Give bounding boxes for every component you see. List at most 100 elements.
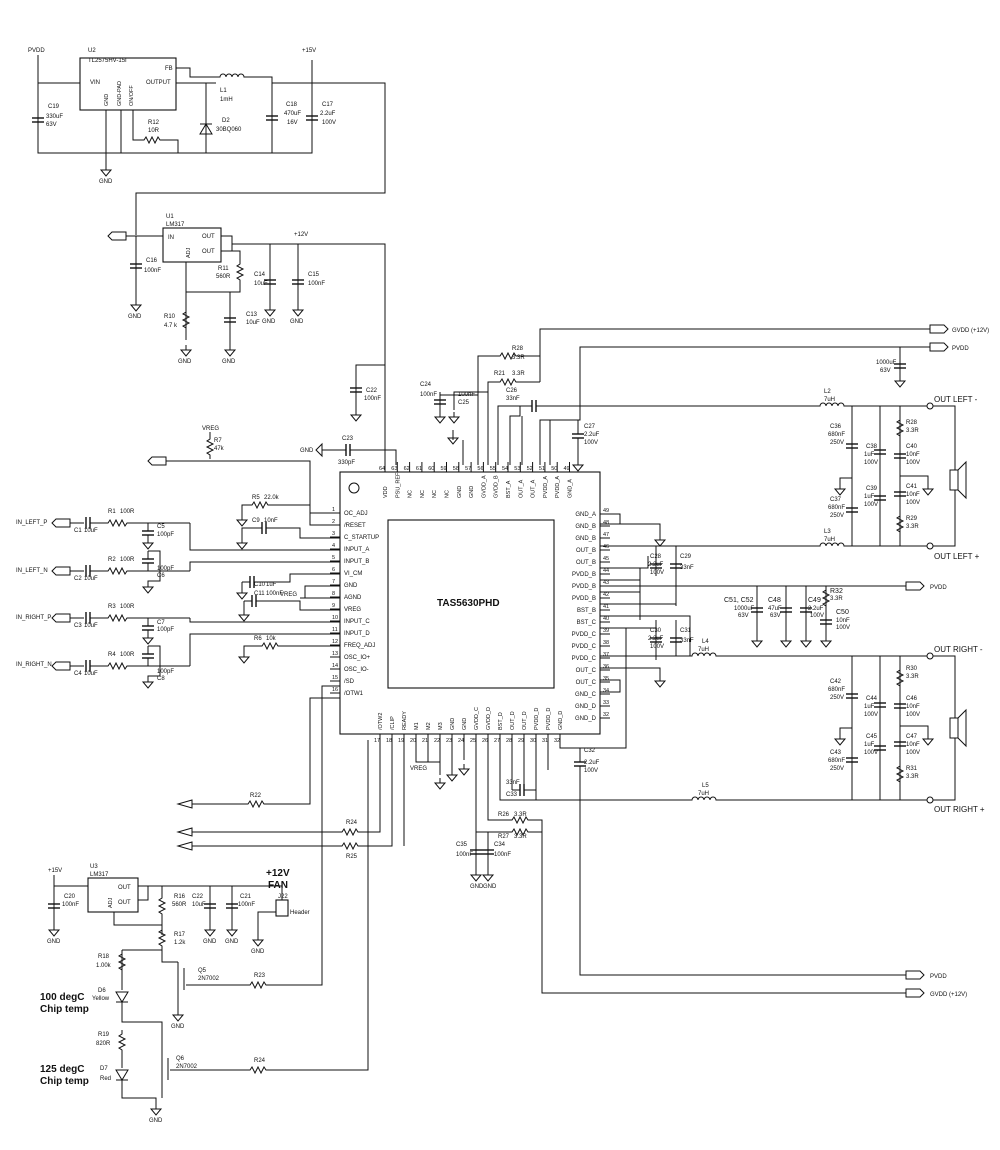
c27-ref: C27 xyxy=(584,424,596,430)
r21-val: 3.3R xyxy=(512,371,525,377)
c44-val: 1uF xyxy=(864,704,875,710)
input-port-3 xyxy=(51,661,71,671)
input-port-2 xyxy=(51,613,71,623)
pin-name-33-r: GND_D xyxy=(575,704,597,710)
l2-ref: L2 xyxy=(824,389,831,395)
temp125-line1: 125 degC xyxy=(40,1064,84,1075)
pin-name-20-b: M1 xyxy=(414,722,420,730)
r5-ref: R5 xyxy=(252,495,260,501)
r10-val: 4.7 k xyxy=(164,323,178,329)
c10-val: 1uF xyxy=(266,582,277,588)
in-right-p-label: IN_RIGHT_P xyxy=(16,615,51,621)
c45-val: 1uF xyxy=(864,742,875,748)
r24-ref: R24 xyxy=(346,820,358,826)
c27-volt: 100V xyxy=(584,440,598,446)
c35-ref: C35 xyxy=(456,842,468,848)
c33-val: 33nF xyxy=(506,780,520,786)
c18-ref: C18 xyxy=(286,102,298,108)
ic-name: TAS5630PHD xyxy=(437,598,500,609)
r11-ref: R11 xyxy=(218,266,229,272)
c32-volt: 100V xyxy=(584,768,598,774)
input-networks: IN_LEFT_P IN_LEFT_N IN_RIGHT_P IN_RIGHT_… xyxy=(16,509,340,689)
l3-ref: L3 xyxy=(824,529,831,535)
pin-name-3: C_STARTUP xyxy=(344,535,379,541)
tas5630-ic: TAS5630PHD xyxy=(339,471,601,735)
pin-name-51-t: PVDD_A xyxy=(543,476,549,498)
vreg-r7: VREG xyxy=(202,426,219,432)
pin-num-30-b: 30 xyxy=(530,738,536,744)
r25-ref: R25 xyxy=(346,854,358,860)
c41-volt: 100V xyxy=(906,500,920,506)
pin-num-52-t: 52 xyxy=(527,466,533,472)
speaker-right-cone-icon xyxy=(957,708,967,748)
pin-num-40-r: 40 xyxy=(603,616,609,622)
pvdd-label-top: PVDD xyxy=(28,48,45,54)
pin-num-56-t: 56 xyxy=(477,466,483,472)
speaker-left-icon xyxy=(949,469,959,491)
r23-ref: R23 xyxy=(254,973,266,979)
pin-name-40-r: BST_C xyxy=(577,620,597,626)
c26-val: 33nF xyxy=(506,396,520,402)
pin-num-58-t: 58 xyxy=(453,466,459,472)
c22-ref: C22 xyxy=(366,388,378,394)
r28b-val: 3.3R xyxy=(906,428,919,434)
gnd-c16: GND xyxy=(128,314,142,320)
in-left-p-label: IN_LEFT_P xyxy=(16,520,47,526)
pin-num-13: 13 xyxy=(332,651,338,657)
in-left-n-label: IN_LEFT_N xyxy=(16,568,48,574)
pin-name-52-t: OUT_A xyxy=(531,479,537,498)
pins-left: 1OC_ADJ2/RESET3C_STARTUP4INPUT_A5INPUT_B… xyxy=(330,507,379,697)
j22-ref: J22 xyxy=(278,894,288,900)
r3-ref: R3 xyxy=(108,604,116,610)
c15-val: 100nF xyxy=(308,281,325,287)
pin-num-32-r: 32 xyxy=(603,712,609,718)
u2-part: TL2575HV-15I xyxy=(88,58,127,64)
l1-ref: L1 xyxy=(220,88,227,94)
pin-num-31-b: 31 xyxy=(542,738,548,744)
pin-name-46-r: OUT_B xyxy=(576,548,596,554)
c24-ref: C24 xyxy=(420,382,432,388)
u3-adj: ADJ xyxy=(108,897,114,908)
c21-ref: C21 xyxy=(240,894,252,900)
r22-ref: R22 xyxy=(250,793,262,799)
c40-volt: 100V xyxy=(906,460,920,466)
c11-val: 100nF xyxy=(266,591,283,597)
pin-num-3: 3 xyxy=(332,531,335,537)
pin-name-56-t: GVDD_A xyxy=(481,475,487,498)
pin-name-58-t: GND xyxy=(457,486,463,498)
pin-name-38-r: PVDD_C xyxy=(572,644,597,650)
r7-ref: R7 xyxy=(214,438,222,444)
pin-num-55-t: 55 xyxy=(490,466,496,472)
pin-num-38-r: 38 xyxy=(603,640,609,646)
r31-ref: R31 xyxy=(906,766,918,772)
pin-name-22-b: M3 xyxy=(438,722,444,730)
r6-ref: R6 xyxy=(254,636,262,642)
out-left-minus: OUT LEFT - xyxy=(934,395,978,404)
pin-name-57-t: GND xyxy=(469,486,475,498)
d6-val: Yellow xyxy=(92,996,110,1002)
pin-num-19-b: 19 xyxy=(398,738,404,744)
u2-onoff: ON/OFF xyxy=(129,85,135,106)
r30-val: 3.3R xyxy=(906,674,919,680)
c11-ref: C11 xyxy=(254,591,265,597)
cbulk2-volt: 63V xyxy=(738,613,749,619)
u2-gnd: GND xyxy=(104,94,110,106)
r19-ref: R19 xyxy=(98,1032,110,1038)
pin-num-59-t: 59 xyxy=(441,466,447,472)
pin-num-11: 11 xyxy=(332,627,338,633)
c43-ref: C43 xyxy=(830,750,842,756)
c44-ref: C44 xyxy=(866,696,878,702)
pin-num-6: 6 xyxy=(332,567,335,573)
pin-name-4: INPUT_A xyxy=(344,547,369,553)
pin-num-62-t: 62 xyxy=(404,466,410,472)
pin-num-20-b: 20 xyxy=(410,738,416,744)
pin-num-41-r: 41 xyxy=(603,604,609,610)
fan-label-2: FAN xyxy=(268,880,288,891)
r16-ref: R16 xyxy=(174,894,186,900)
l4-ref: L4 xyxy=(702,639,709,645)
fan-label-1: +12V xyxy=(266,868,290,879)
u2-fb: FB xyxy=(165,66,173,72)
pin-name-6: VI_CM xyxy=(344,571,362,577)
pin-num-50-t: 50 xyxy=(551,466,557,472)
r26-ref: R26 xyxy=(498,812,510,818)
